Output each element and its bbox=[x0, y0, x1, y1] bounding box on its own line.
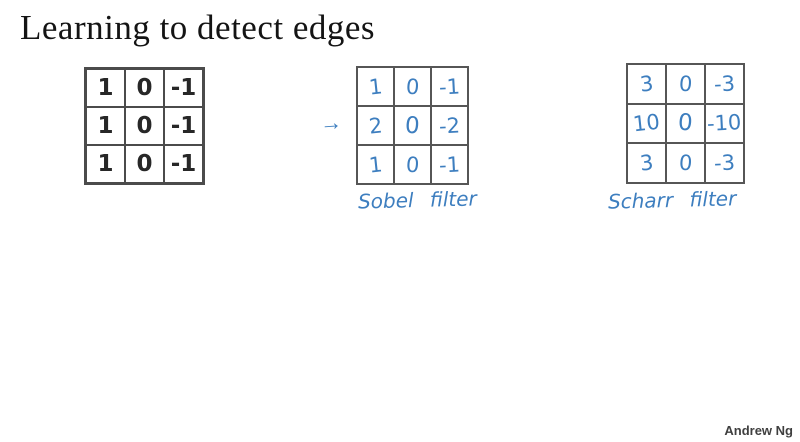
matrix-value: -1 bbox=[170, 113, 197, 139]
matrix-value: 0 bbox=[136, 75, 153, 101]
matrix-value: -1 bbox=[438, 73, 461, 100]
matrix-value: 3 bbox=[638, 150, 655, 176]
row-pointer-arrow-icon: → bbox=[319, 109, 343, 136]
matrix-value: -1 bbox=[438, 151, 461, 178]
matrix-value: 0 bbox=[677, 71, 694, 97]
matrix-cell: 0 bbox=[394, 106, 431, 145]
matrix-cell: 1 bbox=[357, 67, 394, 106]
matrix-value: -3 bbox=[713, 71, 736, 97]
scharr-filter-matrix: 3 0 -3 10 0 -10 3 0 -3 bbox=[626, 63, 745, 184]
vertical-edge-filter-matrix: 1 0 -1 1 0 -1 1 0 -1 bbox=[84, 67, 205, 185]
matrix-cell: 0 bbox=[666, 143, 705, 183]
matrix-cell: 0 bbox=[666, 64, 705, 104]
matrix-cell: 1 bbox=[357, 145, 394, 184]
matrix-cell: 3 bbox=[627, 143, 666, 183]
author-credit: Andrew Ng bbox=[724, 423, 793, 438]
page-title: Learning to detect edges bbox=[20, 8, 376, 47]
matrix-value: 1 bbox=[367, 151, 384, 178]
scharr-filter-label: Scharr filter bbox=[607, 186, 737, 214]
matrix-cell: 1 bbox=[86, 69, 125, 107]
matrix-cell: 0 bbox=[125, 145, 164, 183]
matrix-cell: -1 bbox=[431, 67, 468, 106]
matrix-cell: 0 bbox=[394, 145, 431, 184]
matrix-value: 0 bbox=[404, 112, 421, 139]
matrix-value: 1 bbox=[97, 75, 114, 101]
matrix-value: 2 bbox=[367, 112, 384, 139]
matrix-value: -10 bbox=[706, 110, 743, 137]
matrix-cell: 0 bbox=[394, 67, 431, 106]
sobel-filter-matrix: 1 0 -1 2 0 -2 1 0 -1 bbox=[356, 66, 469, 185]
matrix-cell: 2 bbox=[357, 106, 394, 145]
matrix-value: 10 bbox=[631, 109, 662, 137]
matrix-cell: -1 bbox=[164, 145, 203, 183]
matrix-value: 0 bbox=[404, 74, 421, 99]
matrix-value: 0 bbox=[404, 152, 421, 177]
matrix-value: -1 bbox=[170, 75, 197, 101]
matrix-cell: 1 bbox=[86, 107, 125, 145]
matrix-cell: 10 bbox=[627, 103, 666, 143]
matrix-value: 0 bbox=[677, 109, 694, 137]
matrix-cell: -10 bbox=[705, 103, 744, 143]
matrix-value: 0 bbox=[136, 151, 153, 177]
matrix-value: 3 bbox=[638, 71, 655, 97]
matrix-cell: 0 bbox=[125, 69, 164, 107]
matrix-value: 1 bbox=[367, 73, 384, 100]
matrix-value: 0 bbox=[136, 113, 153, 139]
sobel-filter-label: Sobel filter bbox=[357, 186, 477, 214]
matrix-cell: 3 bbox=[627, 64, 666, 104]
matrix-value: 1 bbox=[97, 113, 114, 139]
matrix-cell: -2 bbox=[431, 106, 468, 145]
matrix-cell: -3 bbox=[705, 64, 744, 104]
matrix-value: 0 bbox=[677, 150, 694, 176]
matrix-cell: -3 bbox=[705, 143, 744, 183]
matrix-value: -2 bbox=[438, 112, 461, 139]
matrix-cell: 0 bbox=[666, 103, 705, 143]
matrix-cell: -1 bbox=[164, 69, 203, 107]
matrix-value: -1 bbox=[170, 151, 197, 177]
matrix-cell: -1 bbox=[431, 145, 468, 184]
matrix-cell: 1 bbox=[86, 145, 125, 183]
matrix-value: 1 bbox=[97, 151, 114, 177]
matrix-value: -3 bbox=[713, 150, 736, 176]
matrix-cell: 0 bbox=[125, 107, 164, 145]
matrix-cell: -1 bbox=[164, 107, 203, 145]
